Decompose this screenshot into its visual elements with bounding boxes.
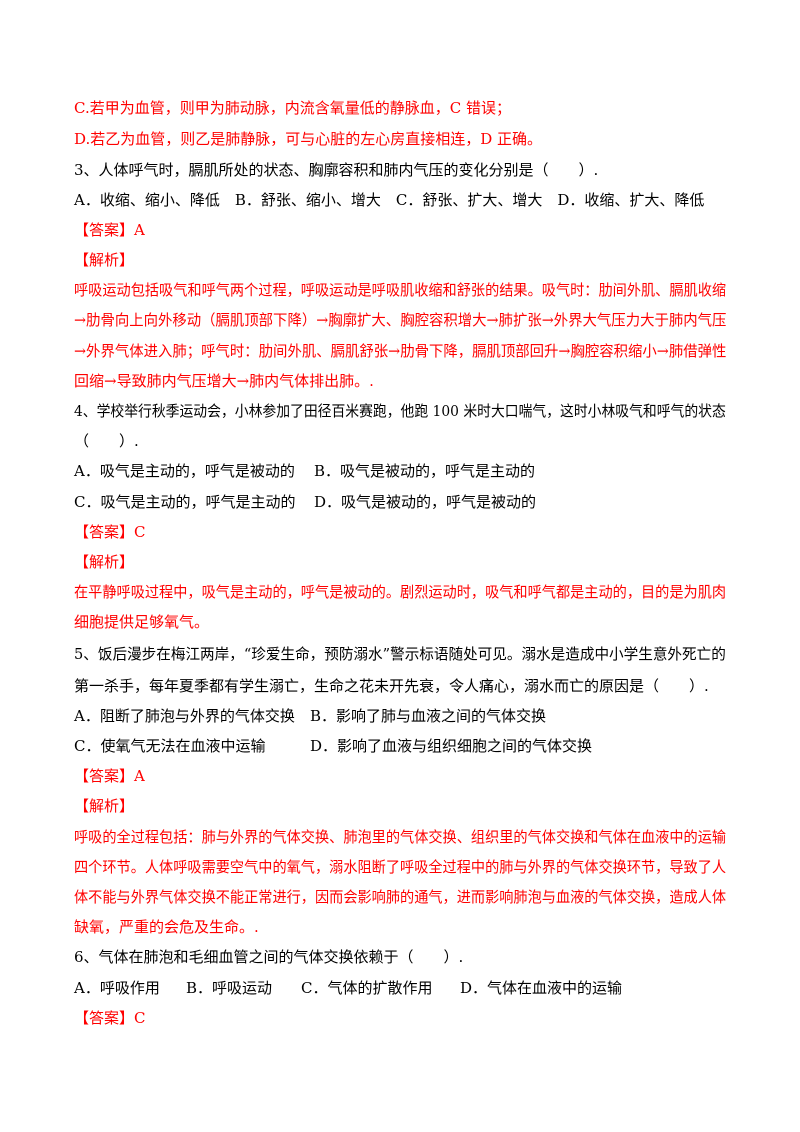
option-c: C．气体的扩散作用 [301,979,433,997]
analysis-line: →肋骨向上向外移动（膈肌顶部下降）→胸廓扩大、胸腔容积增大→肺扩张→外界大气压力… [74,311,727,329]
option-b: B．影响了肺与血液之间的气体交换 [310,707,547,725]
question-4-stem: 4、学校举行秋季运动会，小林参加了田径百米赛跑，他跑 100 米时大口喘气，这时… [74,402,726,420]
option-a: A．呼吸作用 [74,979,160,997]
question-5-stem: 5、饭后漫步在梅江两岸，“珍爱生命，预防溺水”警示标语随处可见。溺水是造成中小学… [74,645,726,663]
option-a: A．阻断了肺泡与外界的气体交换 [74,707,295,725]
analysis-line: →外界气体进入肺；呼气时：肋间外肌、膈肌舒张→肋骨下降，膈肌顶部回升→胸腔容积缩… [74,342,727,360]
question-3-options: A．收缩、缩小、降低 B．舒张、缩小、增大 C．舒张、扩大、增大 D．收缩、扩大… [74,191,705,209]
question-6-stem: 6、气体在肺泡和毛细血管之间的气体交换依赖于（ ）. [74,948,464,966]
question-5-answer: 【答案】A [74,767,145,785]
analysis-line: 四个环节。人体呼吸需要空气中的氧气，溺水阻断了呼吸全过程中的肺与外界的气体交换环… [74,858,727,876]
analysis-line: 缺氧，严重的会危及生命。. [74,918,259,936]
question-3-stem: 3、人体呼气时，膈肌所处的状态、胸廓容积和肺内气压的变化分别是（ ）. [74,161,599,179]
analysis-line: C.若甲为血管，则甲为肺动脉，内流含氧量低的静脉血，C 错误； [74,99,511,117]
analysis-line: 回缩→导致肺内气压增大→肺内气体排出肺。. [74,372,374,390]
analysis-line: 呼吸的全过程包括：肺与外界的气体交换、肺泡里的气体交换、组织里的气体交换和气体在… [74,828,727,846]
option-c: C．吸气是主动的，呼气是主动的 [74,493,296,511]
question-4-analysis-label: 【解析】 [74,553,135,571]
analysis-line: 在平静呼吸过程中，吸气是主动的，呼气是被动的。剧烈运动时，吸气和呼气都是主动的，… [74,583,727,601]
question-6-answer: 【答案】C [74,1009,146,1027]
question-4-answer: 【答案】C [74,523,146,541]
option-b: B．吸气是被动的，呼气是主动的 [314,462,536,480]
option-d: D．影响了血液与组织细胞之间的气体交换 [310,737,593,755]
option-d: D．气体在血液中的运输 [460,979,623,997]
analysis-line: 呼吸运动包括吸气和呼气两个过程，呼吸运动是呼吸肌收缩和舒张的结果。吸气时：肋间外… [74,281,727,299]
analysis-line: D.若乙为血管，则乙是肺静脉，可与心脏的左心房直接相连，D 正确。 [74,130,543,148]
analysis-line: 体不能与外界气体交换不能正常进行，因而会影响肺的通气，进而影响肺泡与血液的气体交… [74,888,727,906]
question-4-stem-cont: （ ）. [74,432,139,450]
question-5-stem-cont: 第一杀手，每年夏季都有学生溺亡，生命之花未开先衰，令人痛心，溺水而亡的原因是（ … [74,677,709,695]
option-a: A．吸气是主动的，呼气是被动的 [74,462,295,480]
question-5-analysis-label: 【解析】 [74,797,135,815]
option-d: D．吸气是被动的，呼气是被动的 [314,493,537,511]
option-c: C．使氧气无法在血液中运输 [74,737,266,755]
question-3-answer: 【答案】A [74,221,145,239]
analysis-line: 细胞提供足够氧气。 [74,613,210,631]
option-b: B．呼吸运动 [186,979,273,997]
question-3-analysis-label: 【解析】 [74,251,135,269]
